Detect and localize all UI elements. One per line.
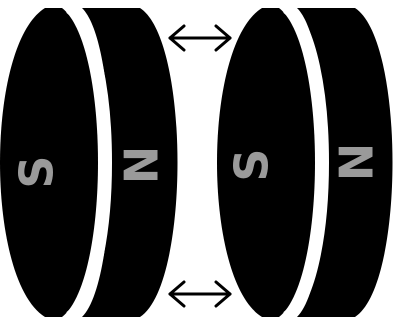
magnet-left-pole-n: N	[115, 146, 169, 185]
magnet-right-pole-n: N	[330, 143, 384, 182]
double-arrow-icon	[170, 282, 230, 306]
magnet-right-pole-s: S	[225, 148, 279, 181]
magnet-left: S N	[0, 8, 178, 317]
magnet-right: S N	[217, 8, 393, 317]
double-arrow-icon	[170, 26, 230, 50]
magnet-left-pole-s: S	[10, 155, 64, 188]
